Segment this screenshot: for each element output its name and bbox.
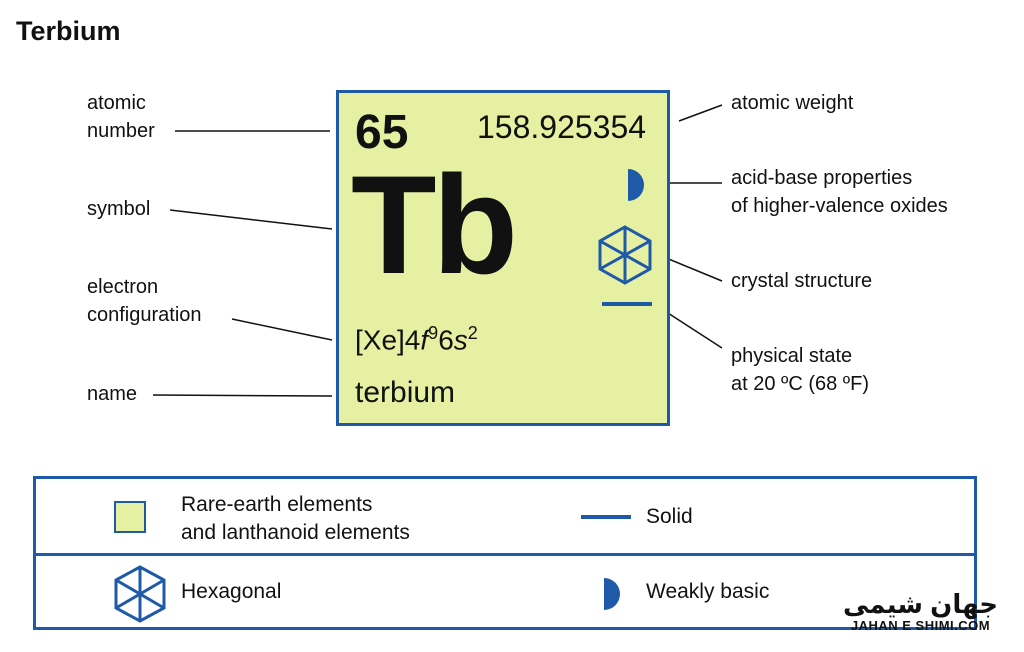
legend-solid: Solid [646,505,693,528]
label-physical-state: physical state at 20 ºC (68 ºF) [731,342,869,398]
label-state-line2: at 20 ºC (68 ºF) [731,373,869,395]
legend-rare-earth-line2: and lanthanoid elements [181,521,410,544]
label-atomic-number-line1: atomic [87,92,146,114]
line-name [152,394,333,397]
label-atomic-number: atomic number [87,89,155,145]
rare-earth-swatch-icon [114,501,146,533]
element-name: terbium [355,376,456,409]
legend-hexagonal-icon [114,565,166,623]
line-atomic-weight [678,104,723,122]
legend-solid-icon [581,515,631,519]
label-electron-line2: configuration [87,304,202,326]
weakly-basic-icon [628,169,644,201]
label-electron-configuration: electron configuration [87,273,202,329]
hexagonal-crystal-icon [598,225,652,285]
label-state-line1: physical state [731,345,853,367]
page-title: Terbium [16,16,121,46]
label-name: name [87,383,138,405]
logo-main-text: جهان شیمی [843,589,998,619]
config-f-sup: 9 [428,323,439,343]
label-symbol: symbol [87,198,151,220]
legend-weakly-basic-icon [604,578,620,610]
config-mid: 6 [438,324,454,356]
config-base: [Xe]4 [355,324,421,356]
line-symbol [169,209,333,230]
site-logo: جهان شیمی JAHAN E SHIMI.COM [843,590,998,633]
element-card: 65 158.925354 Tb [Xe]4f96s2 terbium [336,90,670,426]
atomic-weight: 158.925354 [477,109,647,145]
solid-state-icon [602,302,652,306]
atomic-number: 65 [355,106,409,159]
legend-weakly-basic: Weakly basic [646,580,770,603]
config-s: s [453,324,468,356]
config-f: f [420,324,429,356]
label-electron-line1: electron [87,276,159,298]
electron-configuration: [Xe]4f96s2 [355,323,478,356]
label-acid-base: acid-base properties of higher-valence o… [731,164,948,220]
label-acid-line2: of higher-valence oxides [731,195,948,217]
line-electron [231,318,333,341]
label-atomic-weight: atomic weight [731,92,854,114]
label-atomic-number-line2: number [87,120,155,142]
logo-sub-text: JAHAN E SHIMI.COM [850,618,991,633]
label-crystal-structure: crystal structure [731,270,873,292]
legend-box: Rare-earth elements and lanthanoid eleme… [33,476,977,630]
legend-rare-earth-line1: Rare-earth elements [181,493,373,516]
config-s-sup: 2 [467,323,478,343]
legend-rare-earth: Rare-earth elements and lanthanoid eleme… [181,491,410,547]
legend-divider [36,553,974,556]
legend-hexagonal: Hexagonal [181,580,282,603]
label-acid-line1: acid-base properties [731,167,913,189]
element-symbol: Tb [351,146,518,303]
